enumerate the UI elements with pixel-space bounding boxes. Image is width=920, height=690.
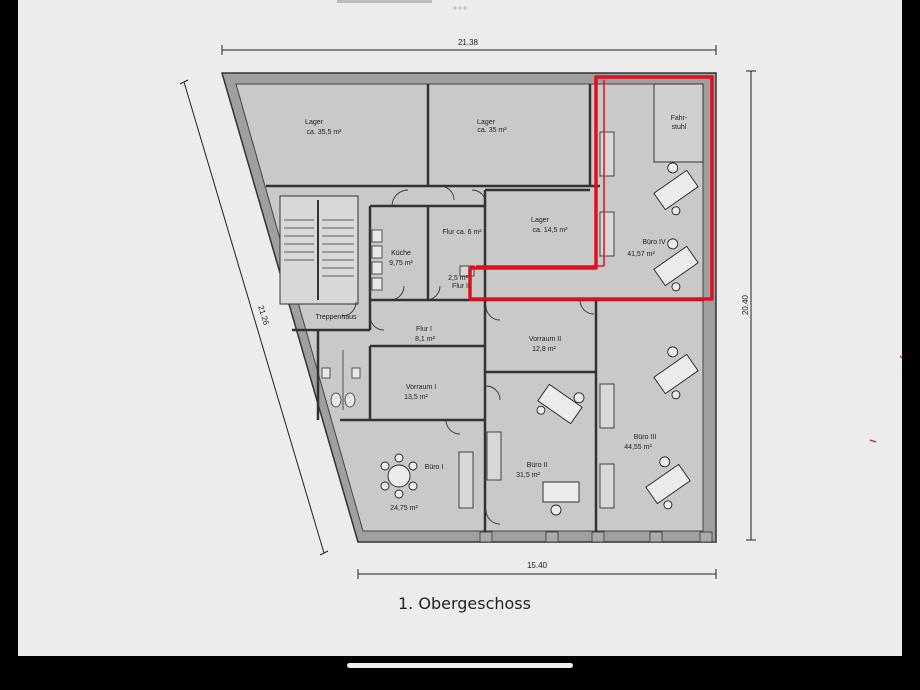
room-area-buero-i: 24,75 m² [390, 505, 418, 512]
room-name-buero-i: Büro I [425, 464, 444, 471]
room-name-kueche: Küche [391, 250, 411, 257]
room-area-kueche: 9,75 m² [389, 260, 413, 267]
dot-artifact [453, 6, 457, 10]
room-name-buero-ii: Büro II [527, 462, 548, 469]
office-furniture [380, 162, 699, 516]
red-annotation-mark [869, 439, 877, 443]
room-name-lager-3: Lager [531, 217, 550, 224]
floor-plan-sheet: 21.38 21.26 20.40 15.40 [18, 0, 902, 656]
windows [458, 131, 615, 509]
room-name-flur-i: Flur I [416, 326, 432, 333]
room-name-flur-ii: Flur II [452, 283, 470, 290]
room-area-lager-3: ca. 14,5 m² [532, 227, 568, 234]
elevator-shaft [653, 83, 704, 163]
room-flur-top: Flur ca. 6 m² [442, 229, 482, 236]
room-name-buero-iii: Büro III [634, 434, 657, 441]
dimension-right: 20.40 [741, 294, 750, 315]
red-annotation-mark [899, 355, 902, 370]
home-indicator[interactable] [347, 663, 573, 668]
room-area-flur-i: 8,1 m² [415, 336, 436, 343]
room-area-buero-iii: 44,55 m² [624, 444, 652, 451]
cropped-text-artifact [337, 0, 432, 3]
room-area-vorraum-i: 13,5 m² [404, 394, 428, 401]
room-area-lager-2: ca. 35 m² [477, 127, 507, 134]
room-area-flur-ii: 2,5 m² [448, 275, 469, 282]
dimension-bottom: 15.40 [527, 561, 548, 570]
dot-artifact [458, 6, 462, 10]
room-name-buero-iv: Büro IV [642, 239, 666, 246]
room-name-vorraum-ii: Vorraum II [529, 336, 561, 343]
room-name-lager-1: Lager [305, 119, 324, 126]
room-area-buero-ii: 31,5 m² [516, 472, 540, 479]
facade-blocks [479, 531, 713, 543]
dot-artifact [463, 6, 467, 10]
dimension-left: 21.26 [256, 304, 271, 326]
room-fahrstuhl-line-2: stuhl [672, 124, 687, 131]
plan-caption: 1. Obergeschoss [398, 594, 531, 613]
room-area-buero-iv: 41,57 m² [627, 251, 655, 258]
stairwell [279, 195, 359, 305]
room-fahrstuhl-line-1: Fahr- [671, 115, 688, 122]
door-swings [341, 185, 595, 525]
kitchen-appliances [371, 229, 383, 291]
highlight-buero-iv [468, 75, 714, 301]
dimension-top: 21.38 [458, 38, 479, 47]
room-area-vorraum-ii: 12,8 m² [532, 346, 556, 353]
room-name-lager-2: Lager [477, 119, 496, 126]
room-treppenhaus: Treppenhaus [316, 314, 357, 321]
floor-plan: 21.38 21.26 20.40 15.40 [179, 0, 902, 579]
wc-fixtures [321, 350, 361, 410]
dimension-lines [179, 45, 756, 579]
room-area-lager-1: ca. 35,5 m² [306, 129, 342, 136]
room-name-vorraum-i: Vorraum I [406, 384, 436, 391]
